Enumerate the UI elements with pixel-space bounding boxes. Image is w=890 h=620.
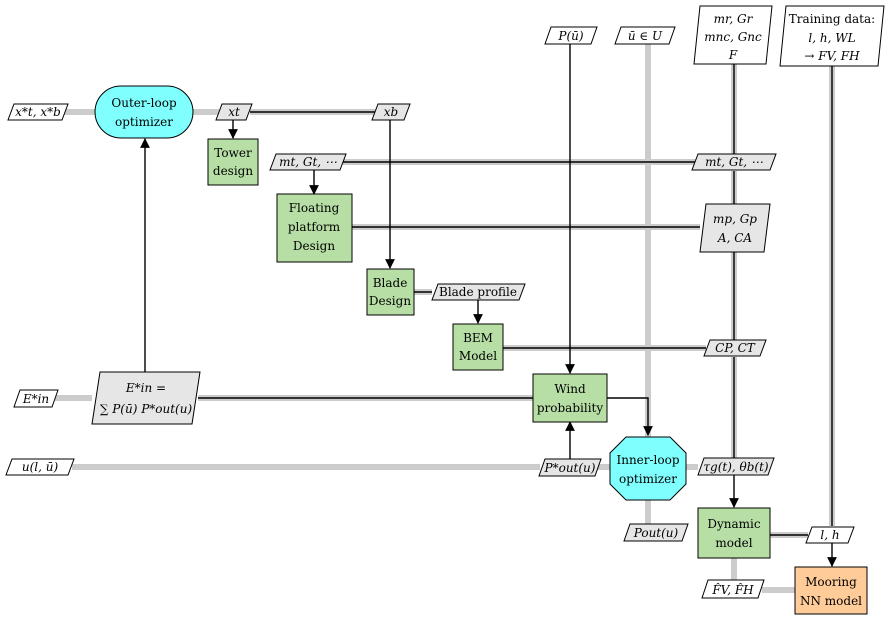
signal-xb: xb <box>371 103 411 121</box>
outer-loop-label-1: Outer-loop <box>111 96 177 110</box>
svg-text:P(ū): P(ū) <box>557 29 583 43</box>
training-label-3: → FV, FH <box>804 49 860 63</box>
svg-text:u(l, ū): u(l, ū) <box>22 460 59 474</box>
training-label-1: Training data: <box>789 12 875 26</box>
training-data-box: Training data: l, h, WL → FV, FH <box>779 5 885 67</box>
svg-text:l, h: l, h <box>820 528 839 542</box>
svg-text:mt, Gt, ⋯: mt, Gt, ⋯ <box>279 155 337 169</box>
wind-probability-box: Wind probability <box>532 373 608 423</box>
training-label-2: l, h, WL <box>808 31 855 45</box>
svg-text:τg(t), θb(t): τg(t), θb(t) <box>703 460 769 474</box>
platform-label-1: Floating <box>289 201 340 215</box>
signal-fv-fh: F̂V, F̂H <box>701 579 765 599</box>
blade-label-1: Blade <box>373 276 408 290</box>
black-arrows <box>140 44 837 567</box>
bem-model-box: BEM Model <box>452 323 504 371</box>
tower-label-1: Tower <box>214 146 252 160</box>
signal-mp-gp: mp, Gp A, CA <box>699 203 771 253</box>
signal-p-out-star: P*out(u) <box>538 458 602 477</box>
svg-text:xb: xb <box>384 105 398 119</box>
dynamic-label-2: model <box>715 536 752 550</box>
svg-text:F̂V, F̂H: F̂V, F̂H <box>711 582 754 597</box>
tower-design-box: Tower design <box>207 138 259 186</box>
svg-text:P*out(u): P*out(u) <box>544 461 596 475</box>
floating-platform-box: Floating platform Design <box>276 193 353 263</box>
signal-mt-gt-2: mt, Gt, ⋯ <box>691 153 777 171</box>
mooring-nn-box: Mooring NN model <box>794 566 868 615</box>
inner-loop-label-1: Inner-loop <box>616 453 679 467</box>
energy-label-2: ∑ P(ū) P*out(u) <box>100 402 193 416</box>
svg-text:CP, CT: CP, CT <box>715 341 756 355</box>
signal-blade-profile: Blade profile <box>431 283 526 301</box>
dynamic-model-box: Dynamic model <box>697 507 771 559</box>
tower-label-2: design <box>213 164 253 178</box>
wind-label-1: Wind <box>554 382 586 396</box>
outer-loop-optimizer: Outer-loop optimizer <box>94 85 194 139</box>
rotor-label-2: mnc, Gnc <box>704 30 762 44</box>
signal-lh: l, h <box>805 526 855 544</box>
signal-p-out: Pout(u) <box>623 523 689 542</box>
dynamic-label-1: Dynamic <box>707 517 761 531</box>
signal-u-lu: u(l, ū) <box>5 458 75 476</box>
svg-text:x*t, x*b: x*t, x*b <box>15 105 61 119</box>
wind-label-2: probability <box>537 401 603 415</box>
svg-text:Blade profile: Blade profile <box>439 285 517 299</box>
energy-label-1: E*in = <box>125 381 166 395</box>
svg-text:A, CA: A, CA <box>717 231 752 245</box>
signal-tau-theta: τg(t), θb(t) <box>697 457 775 476</box>
inner-loop-optimizer: Inner-loop optimizer <box>609 436 687 501</box>
bem-label-2: Model <box>459 349 497 363</box>
rotor-label-1: mr, Gr <box>714 12 754 26</box>
signal-p-u: P(ū) <box>544 26 598 45</box>
svg-text:E*in: E*in <box>22 392 49 406</box>
energy-box: E*in = ∑ P(ū) P*out(u) <box>91 371 201 425</box>
svg-text:mt, Gt, ⋯: mt, Gt, ⋯ <box>705 155 763 169</box>
signal-xt: xt <box>215 103 253 121</box>
signal-mt-gt-1: mt, Gt, ⋯ <box>269 153 347 171</box>
signal-u-in-U: ū ∈ U <box>614 26 676 45</box>
platform-label-2: platform <box>288 220 341 234</box>
bem-label-1: BEM <box>463 331 493 345</box>
blade-design-box: Blade Design <box>366 268 415 316</box>
platform-label-3: Design <box>293 239 335 253</box>
signal-e-in: E*in <box>13 389 59 408</box>
svg-text:Pout(u): Pout(u) <box>633 526 679 540</box>
outer-loop-label-2: optimizer <box>115 115 173 129</box>
rotor-params-box: mr, Gr mnc, Gnc F <box>693 5 773 65</box>
mooring-label-2: NN model <box>800 594 862 608</box>
svg-text:xt: xt <box>228 105 240 119</box>
blade-label-2: Design <box>369 294 411 308</box>
rotor-label-3: F <box>728 48 738 62</box>
svg-text:ū ∈ U: ū ∈ U <box>628 29 663 43</box>
mooring-label-1: Mooring <box>805 575 857 589</box>
svg-text:mp, Gp: mp, Gp <box>713 212 757 226</box>
signal-cp-ct: CP, CT <box>703 339 767 357</box>
inner-loop-label-2: optimizer <box>619 472 677 486</box>
signal-x-opt: x*t, x*b <box>7 103 69 121</box>
